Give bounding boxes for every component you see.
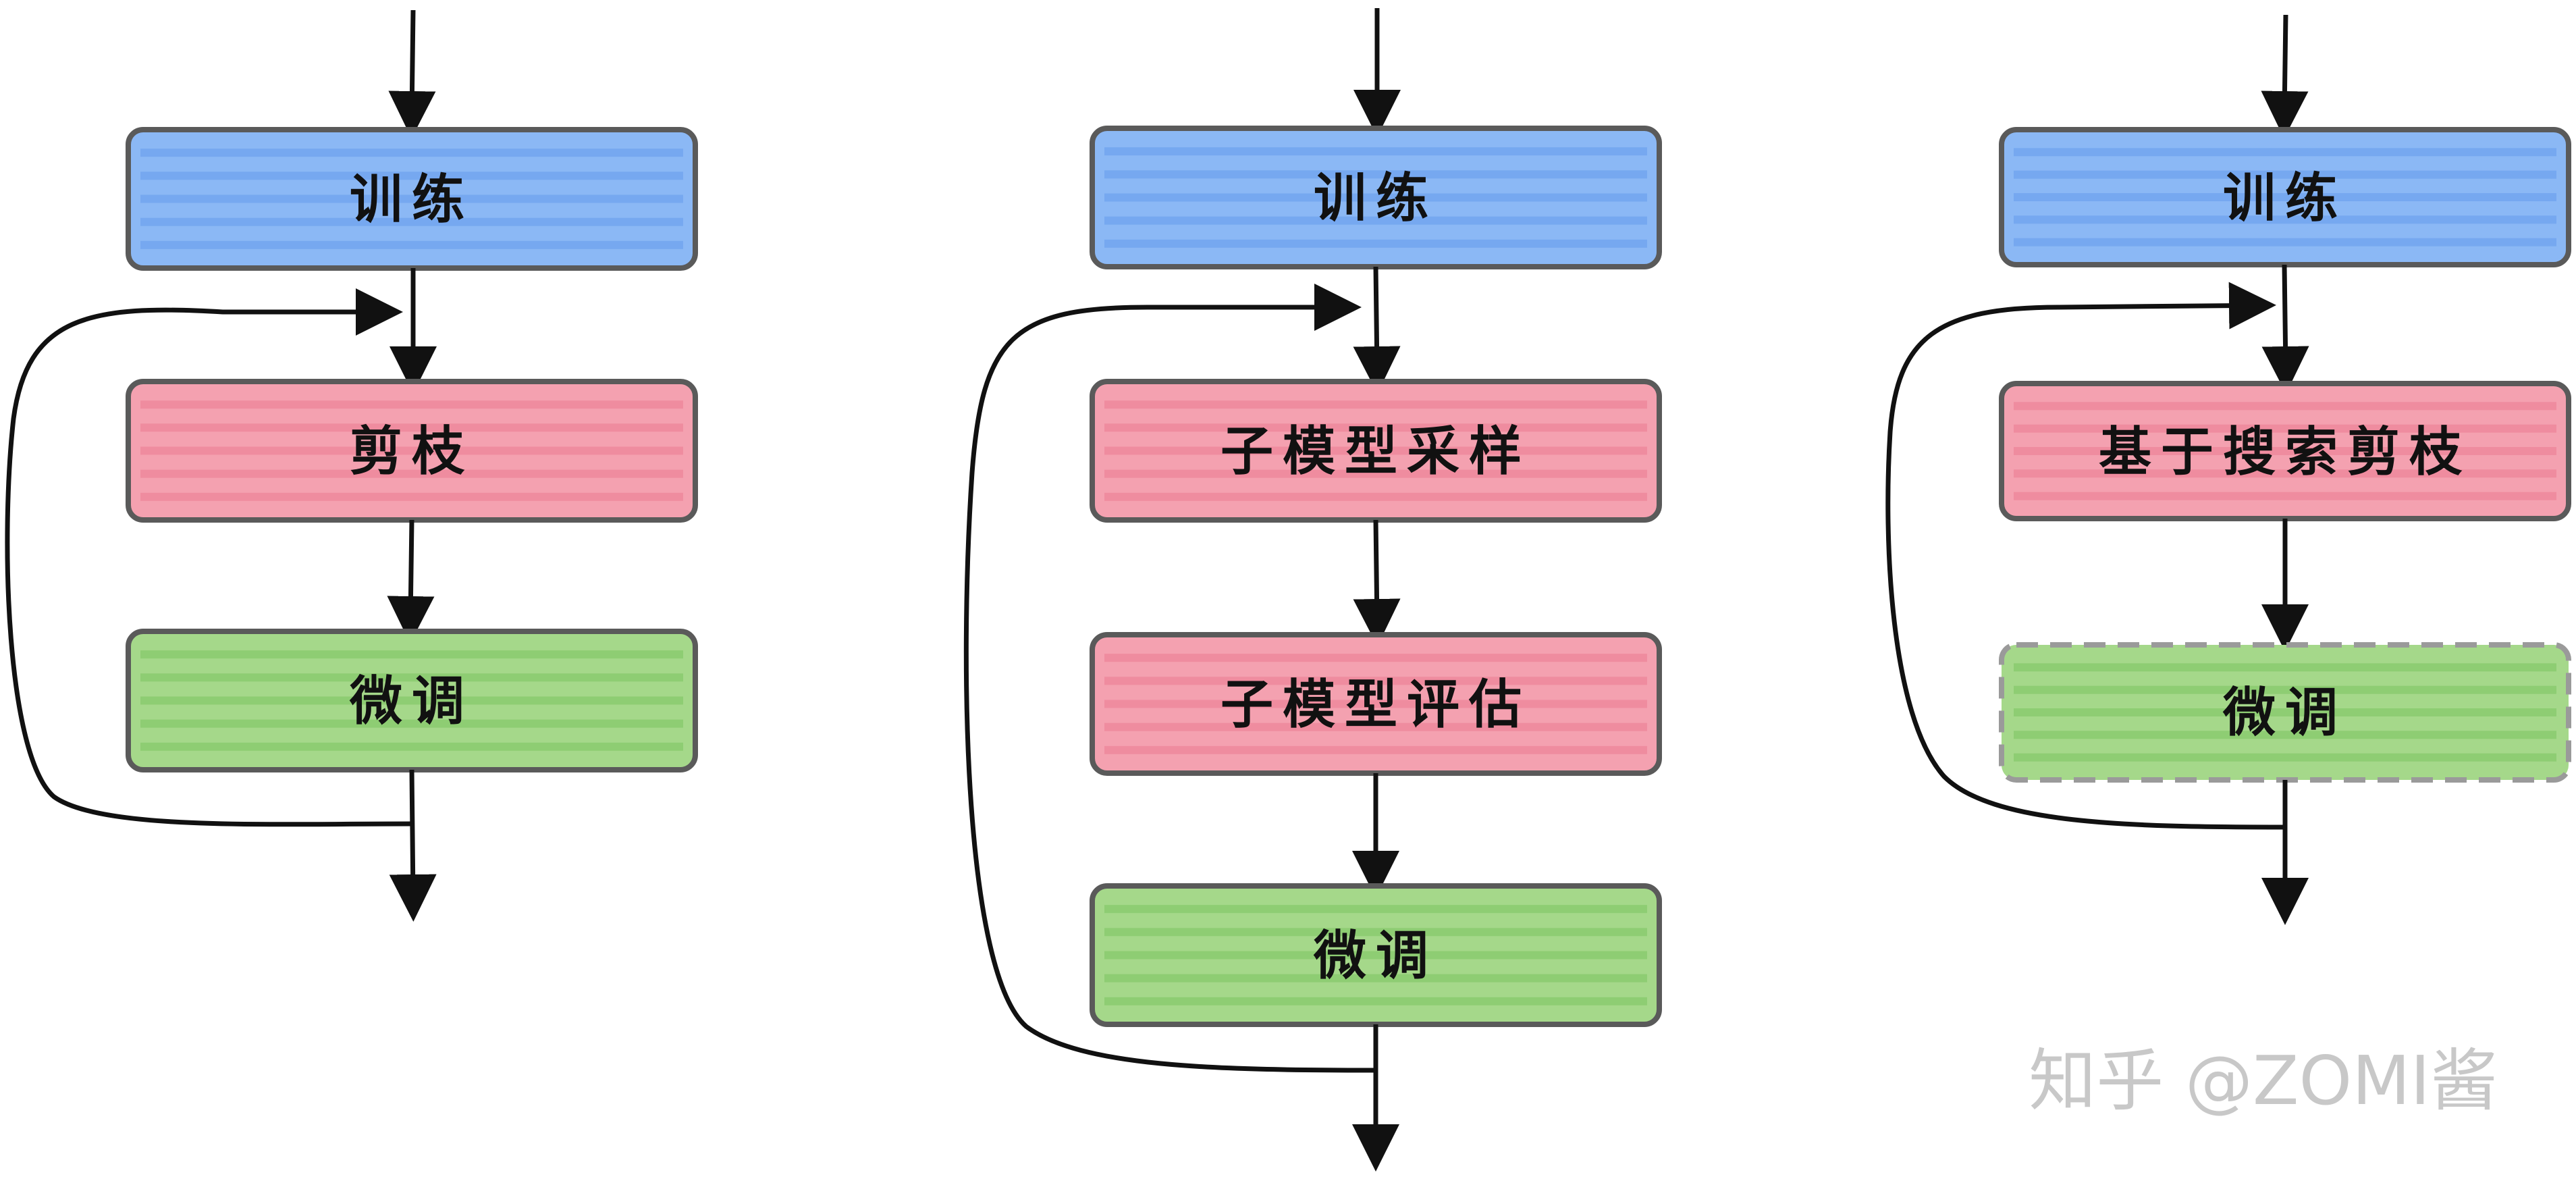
highlight-stripe xyxy=(140,217,683,226)
step-box-train: 训练 xyxy=(1999,127,2571,267)
highlight-stripe xyxy=(2014,753,2556,762)
highlight-stripe xyxy=(2014,492,2556,500)
highlight-stripe xyxy=(1104,239,1647,248)
highlight-stripe xyxy=(140,240,683,249)
highlight-stripe xyxy=(140,446,683,455)
loop-arrow xyxy=(1885,282,2286,830)
highlight-stripe xyxy=(1104,997,1647,1005)
loop-arrow xyxy=(963,284,1376,1073)
step-box-finetune: 微调 xyxy=(1090,883,1662,1027)
highlight-stripe xyxy=(2014,148,2556,157)
highlight-stripe xyxy=(140,172,683,180)
column-1: 训练 剪枝 微调 xyxy=(5,9,698,922)
highlight-stripe xyxy=(1104,147,1647,156)
step-label: 训练 xyxy=(1314,168,1438,229)
highlight-stripe xyxy=(140,742,683,751)
highlight-stripe xyxy=(2014,193,2556,201)
highlight-stripe xyxy=(1104,423,1647,432)
arrow-out xyxy=(389,769,437,922)
arrow xyxy=(1353,266,1401,394)
highlight-stripe xyxy=(2014,170,2556,179)
arrow-in xyxy=(388,9,436,138)
highlight-stripe xyxy=(140,650,683,659)
highlight-stripe xyxy=(2014,685,2556,694)
step-label: 微调 xyxy=(2222,683,2347,743)
step-label: 训练 xyxy=(2223,168,2347,229)
highlight-stripe xyxy=(2014,402,2556,411)
step-label: 子模型采样 xyxy=(1220,421,1531,482)
highlight-stripe xyxy=(1104,492,1647,501)
arrow-in xyxy=(2261,14,2309,138)
highlight-stripe xyxy=(2014,469,2556,478)
column-3: 训练 基于搜索剪枝 微调 xyxy=(1885,14,2571,925)
highlight-stripe xyxy=(1104,400,1647,409)
step-label: 微调 xyxy=(1313,926,1438,987)
highlight-stripe xyxy=(2014,424,2556,433)
highlight-stripe xyxy=(2014,708,2556,716)
step-box-subnet-evaluate: 子模型评估 xyxy=(1090,632,1662,776)
highlight-stripe xyxy=(140,469,683,478)
highlight-stripe xyxy=(1104,974,1647,982)
highlight-stripe xyxy=(1104,745,1647,754)
highlight-stripe xyxy=(140,194,683,203)
step-box-subnet-sample: 子模型采样 xyxy=(1090,379,1662,523)
highlight-stripe xyxy=(140,400,683,409)
highlight-stripe xyxy=(1104,446,1647,455)
step-box-finetune: 微调 xyxy=(126,629,698,772)
highlight-stripe xyxy=(1104,928,1647,937)
arrow xyxy=(387,519,435,644)
step-label: 微调 xyxy=(349,671,474,732)
highlight-stripe xyxy=(140,423,683,432)
highlight-stripe xyxy=(1104,193,1647,202)
highlight-stripe xyxy=(2014,215,2556,224)
step-box-search-prune: 基于搜索剪枝 xyxy=(1999,381,2571,521)
highlight-stripe xyxy=(1104,677,1647,685)
step-label: 剪枝 xyxy=(350,421,474,482)
arrow xyxy=(1353,519,1401,646)
highlight-stripe xyxy=(1104,216,1647,225)
highlight-stripe xyxy=(1104,654,1647,662)
highlight-stripe xyxy=(140,492,683,501)
highlight-stripe xyxy=(1104,723,1647,731)
step-box-prune: 剪枝 xyxy=(126,379,698,523)
highlight-stripe xyxy=(2014,731,2556,739)
step-box-finetune-dashed: 微调 xyxy=(1999,642,2571,783)
highlight-stripe xyxy=(2014,447,2556,455)
column-2: 训练 子模型采样 子模型评估 微调 xyxy=(963,8,1662,1172)
loop-arrow xyxy=(5,288,412,827)
highlight-stripe xyxy=(1104,469,1647,478)
step-box-train: 训练 xyxy=(126,127,698,271)
step-label: 训练 xyxy=(350,169,474,230)
highlight-stripe xyxy=(2014,663,2556,672)
highlight-stripe xyxy=(140,673,683,682)
highlight-stripe xyxy=(140,719,683,728)
highlight-stripe xyxy=(1104,700,1647,708)
highlight-stripe xyxy=(1104,170,1647,179)
step-label: 基于搜索剪枝 xyxy=(2099,422,2471,483)
highlight-stripe xyxy=(2014,238,2556,246)
watermark: 知乎 @ZOMI酱 xyxy=(2029,1041,2498,1120)
step-label: 子模型评估 xyxy=(1220,675,1531,735)
highlight-stripe xyxy=(1104,951,1647,960)
highlight-stripe xyxy=(140,149,683,157)
step-box-train: 训练 xyxy=(1090,126,1662,269)
highlight-stripe xyxy=(140,696,683,705)
highlight-stripe xyxy=(1104,905,1647,914)
arrow xyxy=(2261,264,2309,394)
